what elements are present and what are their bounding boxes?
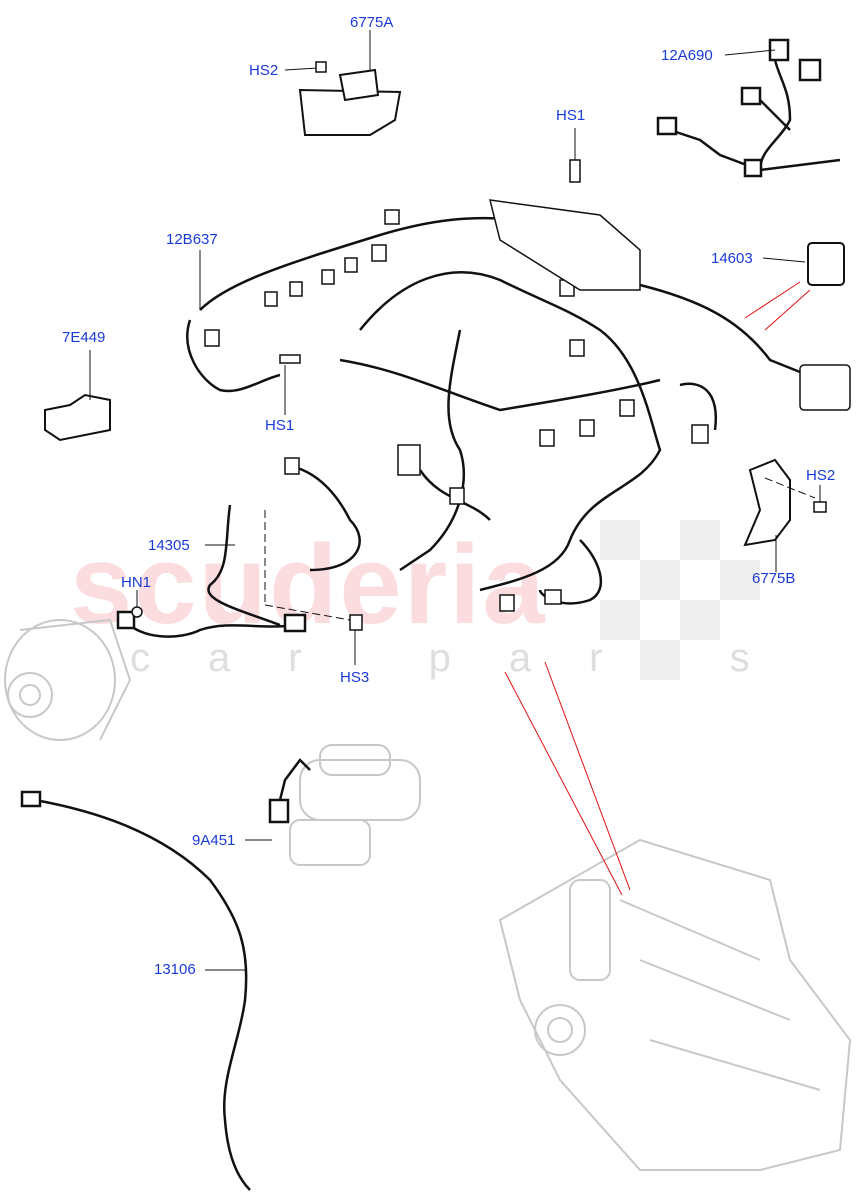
part-label-hs2[interactable]: HS2 — [806, 467, 836, 484]
part-label-6775b[interactable]: 6775B — [752, 570, 796, 587]
leader-lines — [89, 30, 821, 971]
part-label-hs1[interactable]: HS1 — [265, 417, 295, 434]
watermark-text: scuderia — [70, 522, 547, 647]
cover-14603 — [807, 242, 845, 286]
part-label-hn1[interactable]: HN1 — [121, 574, 152, 591]
part-label-hs3[interactable]: HS3 — [340, 669, 370, 686]
part-label-14603[interactable]: 14603 — [711, 250, 753, 267]
cable-13106 — [20, 790, 251, 1191]
harness-12a690 — [656, 38, 841, 178]
part-label-hs1[interactable]: HS1 — [556, 107, 586, 124]
bracket-6775a — [298, 68, 402, 136]
bracket-7e449 — [44, 393, 111, 442]
harness-9a451 — [268, 758, 311, 824]
engine-harness — [186, 216, 821, 605]
part-label-7e449[interactable]: 7E449 — [62, 329, 106, 346]
part-label-12a690[interactable]: 12A690 — [661, 47, 713, 64]
engine-block-ghost — [498, 838, 852, 1171]
part-label-14305[interactable]: 14305 — [148, 537, 190, 554]
starter-motor-ghost — [289, 744, 421, 866]
pointer-lines — [504, 281, 811, 896]
checker-flag-watermark — [600, 520, 760, 680]
fasteners — [131, 61, 827, 631]
harness-connectors — [204, 199, 851, 612]
part-label-13106[interactable]: 13106 — [154, 961, 196, 978]
harness-14305 — [116, 504, 307, 638]
part-label-6775a[interactable]: 6775A — [350, 14, 394, 31]
part-label-9a451[interactable]: 9A451 — [192, 832, 236, 849]
part-label-12b637[interactable]: 12B637 — [166, 231, 218, 248]
part-label-hs2[interactable]: HS2 — [249, 62, 279, 79]
alternator-ghost — [4, 618, 132, 741]
bracket-6775b — [743, 458, 791, 547]
